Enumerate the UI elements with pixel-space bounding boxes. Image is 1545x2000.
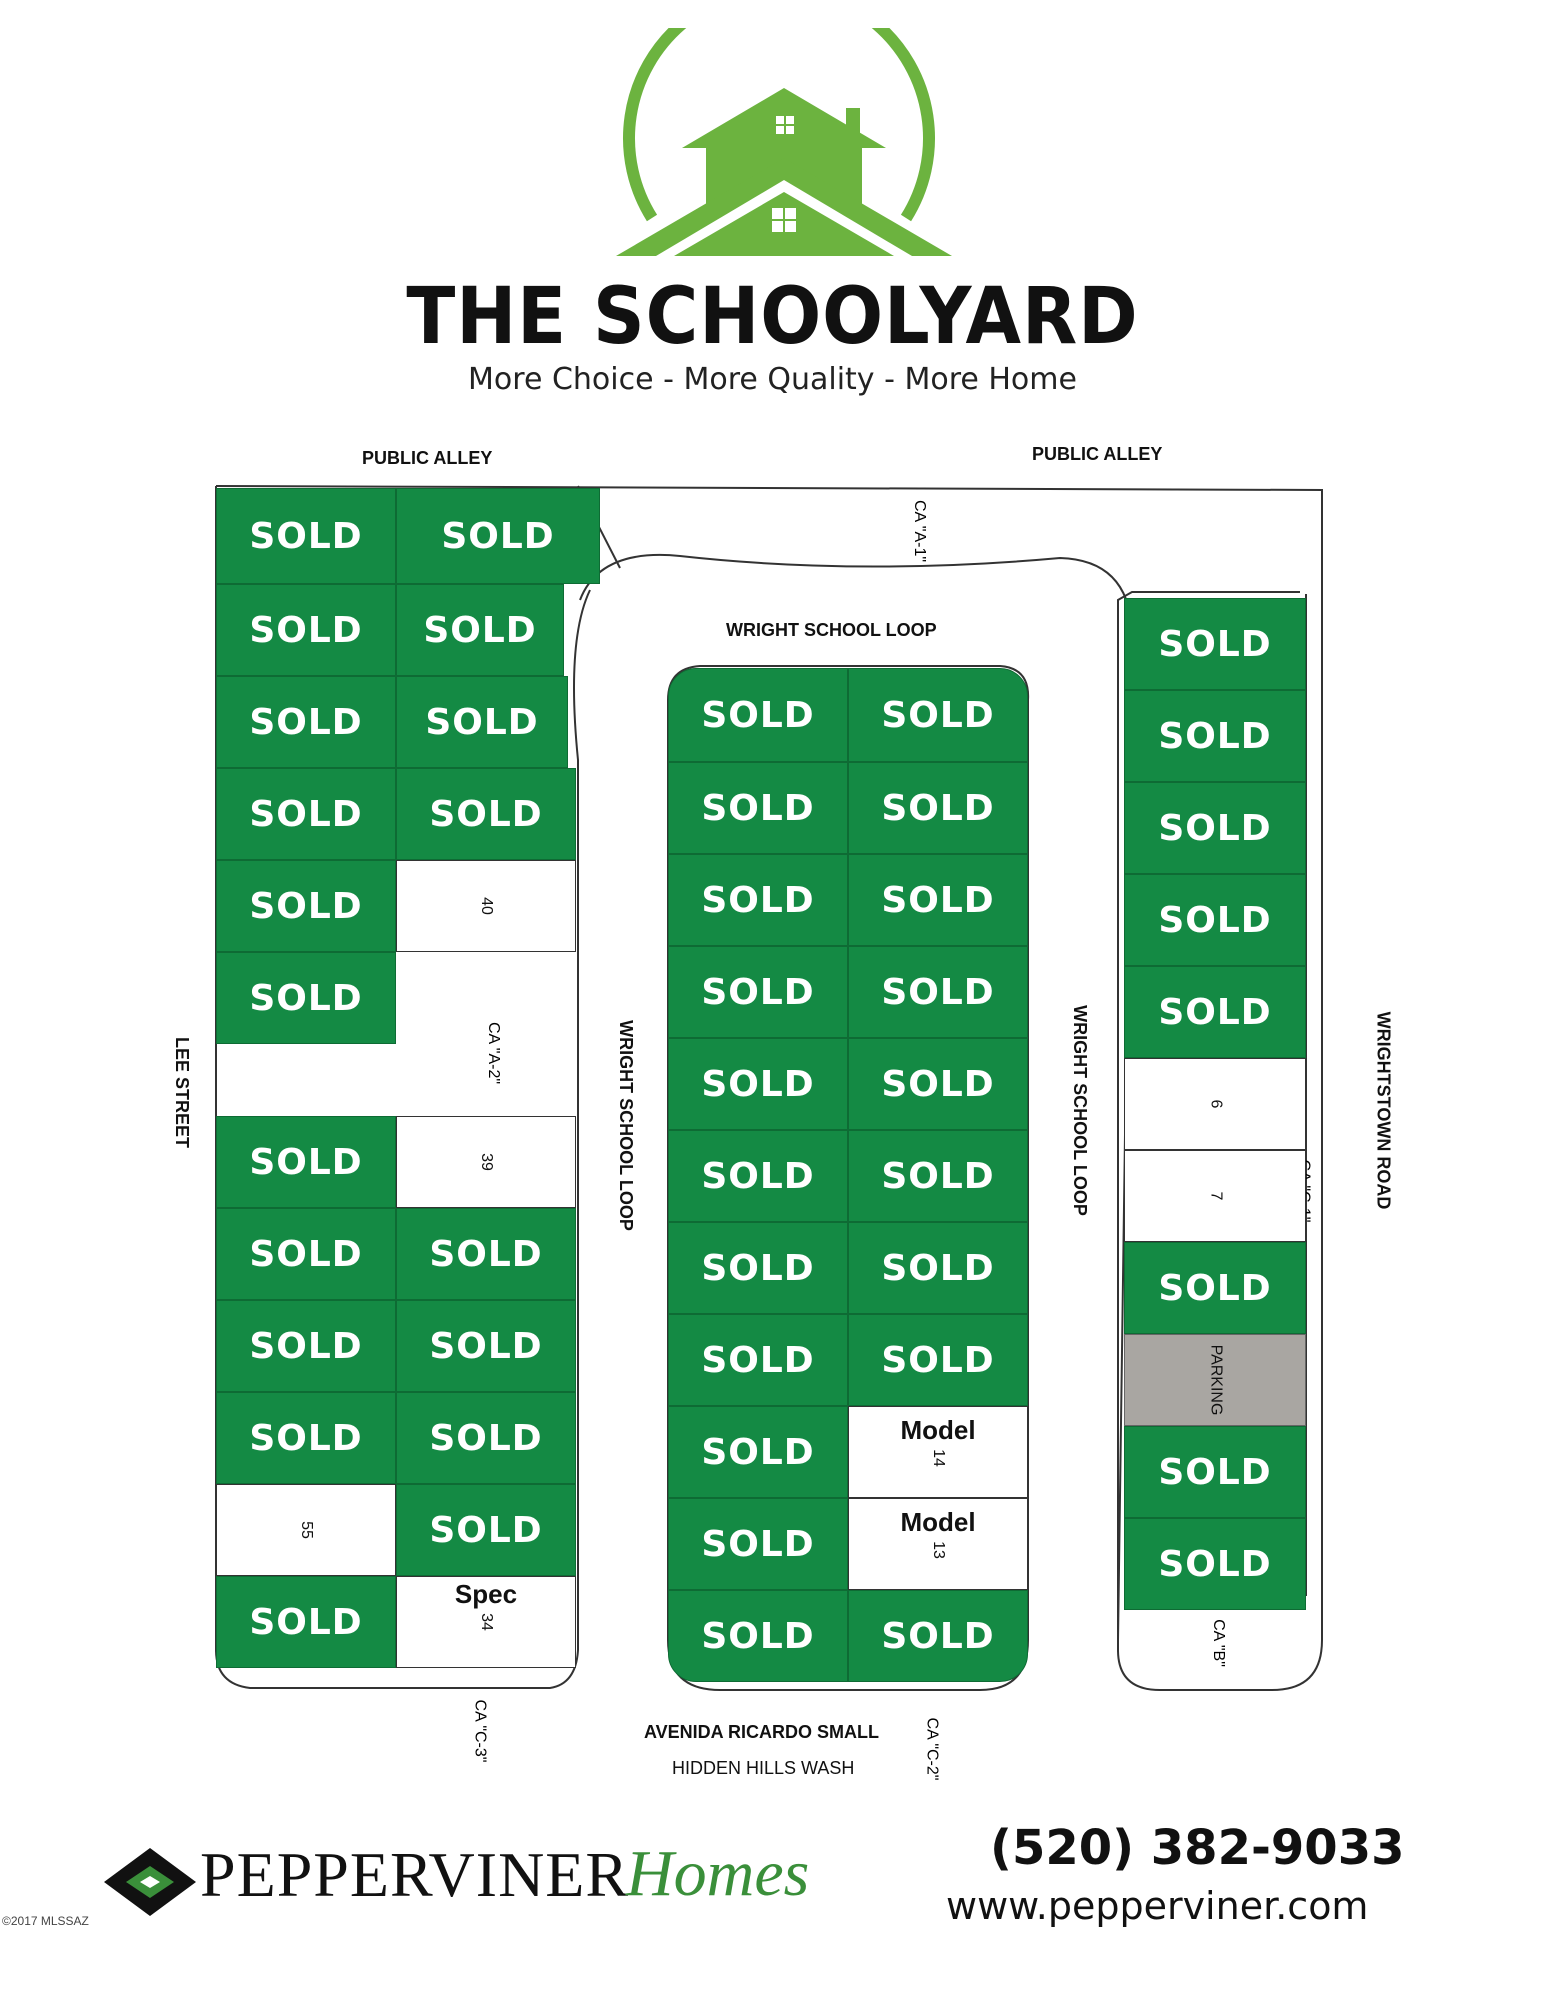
schoolyard-house-logo: [616, 28, 952, 256]
lot-55[interactable]: 55: [216, 1484, 396, 1576]
lot-number: 55: [297, 1521, 315, 1539]
lot-sold[interactable]: SOLD: [848, 1130, 1028, 1222]
lot-sold[interactable]: SOLD: [396, 1392, 576, 1484]
page-title: THE SCHOOLYARD: [406, 272, 1139, 362]
lot-sold[interactable]: SOLD: [668, 762, 848, 854]
lot-sold[interactable]: SOLD: [1124, 874, 1306, 966]
lot-sold[interactable]: SOLD: [216, 952, 396, 1044]
lot-sold[interactable]: SOLD: [668, 1498, 848, 1590]
wrightstown-road-label: WRIGHTSTOWN ROAD: [1373, 1011, 1394, 1210]
lot-sold[interactable]: SOLD: [216, 1392, 396, 1484]
lot-sold[interactable]: SOLD: [668, 1590, 848, 1682]
parking-area: PARKING: [1124, 1334, 1306, 1426]
lot-sold[interactable]: SOLD: [396, 768, 576, 860]
lot-sold[interactable]: SOLD: [396, 488, 600, 584]
lot-sold[interactable]: SOLD: [216, 860, 396, 952]
ca-b-label: CA "B": [1209, 1619, 1227, 1667]
lot-sold[interactable]: SOLD: [216, 584, 396, 676]
lot-number: 40: [477, 897, 495, 915]
lot-sold[interactable]: SOLD: [216, 768, 396, 860]
spec-label: Spec: [454, 1579, 518, 1609]
copyright-watermark: ©2017 MLSSAZ: [2, 1914, 89, 1928]
pepperviner-logo-icon: [104, 1848, 196, 1916]
lot-number: 14: [929, 1449, 947, 1467]
lot-sold[interactable]: SOLD: [848, 1590, 1028, 1682]
lot-sold[interactable]: SOLD: [668, 1222, 848, 1314]
lot-sold[interactable]: SOLD: [668, 946, 848, 1038]
wright-school-loop-right-label: WRIGHT SCHOOL LOOP: [1069, 1005, 1090, 1216]
lot-sold[interactable]: SOLD: [1124, 782, 1306, 874]
ca-c2-label: CA "C-2": [923, 1717, 941, 1781]
lot-sold[interactable]: SOLD: [396, 584, 564, 676]
hidden-hills-wash-label: HIDDEN HILLS WASH: [672, 1758, 855, 1778]
lot-7[interactable]: 7: [1124, 1150, 1306, 1242]
lot-sold[interactable]: SOLD: [848, 1038, 1028, 1130]
website-link[interactable]: www.pepperviner.com: [946, 1884, 1369, 1928]
lot-sold[interactable]: SOLD: [1124, 966, 1306, 1058]
brand-name: PEPPERVINER: [200, 1839, 630, 1910]
lot-sold[interactable]: SOLD: [396, 676, 568, 768]
parking-label: PARKING: [1206, 1344, 1224, 1416]
lot-sold[interactable]: SOLD: [668, 1314, 848, 1406]
lot-sold[interactable]: SOLD: [1124, 598, 1306, 690]
lot-sold[interactable]: SOLD: [668, 668, 848, 762]
lot-sold[interactable]: SOLD: [216, 1116, 396, 1208]
lot-number: 39: [477, 1153, 495, 1171]
lot-sold[interactable]: SOLD: [848, 946, 1028, 1038]
lot-sold[interactable]: SOLD: [848, 1314, 1028, 1406]
lot-sold[interactable]: SOLD: [396, 1300, 576, 1392]
lot-number: 7: [1207, 1191, 1224, 1201]
lee-street-label: LEE STREET: [172, 1036, 193, 1149]
lot-number: 13: [929, 1541, 947, 1559]
ca-c3-label: CA "C-3": [471, 1699, 489, 1763]
wright-school-loop-left-label: WRIGHT SCHOOL LOOP: [615, 1020, 636, 1231]
lot-model-13[interactable]: Model 13: [848, 1498, 1028, 1590]
brand-homes: Homes: [626, 1837, 810, 1910]
lot-number: 6: [1207, 1099, 1224, 1109]
lot-sold[interactable]: SOLD: [848, 668, 1028, 762]
lot-6[interactable]: 6: [1124, 1058, 1306, 1150]
lot-sold[interactable]: SOLD: [668, 1130, 848, 1222]
lot-sold[interactable]: SOLD: [396, 1208, 576, 1300]
lot-40[interactable]: 40: [396, 860, 576, 952]
lot-sold[interactable]: SOLD: [216, 488, 396, 584]
avenida-ricardo-small-label: AVENIDA RICARDO SMALL: [644, 1722, 879, 1742]
lot-spec-34[interactable]: Spec 34: [396, 1576, 576, 1668]
lot-sold[interactable]: SOLD: [1124, 1518, 1306, 1610]
lot-sold[interactable]: SOLD: [216, 1208, 396, 1300]
ca-a1-label: CA "A-1": [911, 499, 929, 563]
lot-sold[interactable]: SOLD: [216, 676, 396, 768]
lot-sold[interactable]: SOLD: [668, 1038, 848, 1130]
lot-number: 34: [477, 1613, 495, 1631]
lot-model-14[interactable]: Model 14: [848, 1406, 1028, 1498]
lot-sold[interactable]: SOLD: [216, 1576, 396, 1668]
lot-sold[interactable]: SOLD: [1124, 1242, 1306, 1334]
model-label: Model: [900, 1507, 976, 1537]
ca-a2-label: CA "A-2": [485, 1021, 503, 1085]
wright-school-loop-top-label: WRIGHT SCHOOL LOOP: [726, 620, 937, 640]
lot-sold[interactable]: SOLD: [848, 762, 1028, 854]
lot-sold[interactable]: SOLD: [396, 1484, 576, 1576]
public-alley-left-label: PUBLIC ALLEY: [362, 448, 493, 468]
model-label: Model: [900, 1415, 976, 1445]
tagline: More Choice - More Quality - More Home: [468, 362, 1077, 397]
lot-sold[interactable]: SOLD: [216, 1300, 396, 1392]
lot-sold[interactable]: SOLD: [668, 854, 848, 946]
phone-number[interactable]: (520) 382-9033: [990, 1820, 1405, 1876]
lot-sold[interactable]: SOLD: [848, 1222, 1028, 1314]
public-alley-right-label: PUBLIC ALLEY: [1032, 444, 1163, 464]
lot-sold[interactable]: SOLD: [848, 854, 1028, 946]
lot-sold[interactable]: SOLD: [1124, 690, 1306, 782]
lot-sold[interactable]: SOLD: [1124, 1426, 1306, 1518]
lot-sold[interactable]: SOLD: [668, 1406, 848, 1498]
lot-39[interactable]: 39: [396, 1116, 576, 1208]
